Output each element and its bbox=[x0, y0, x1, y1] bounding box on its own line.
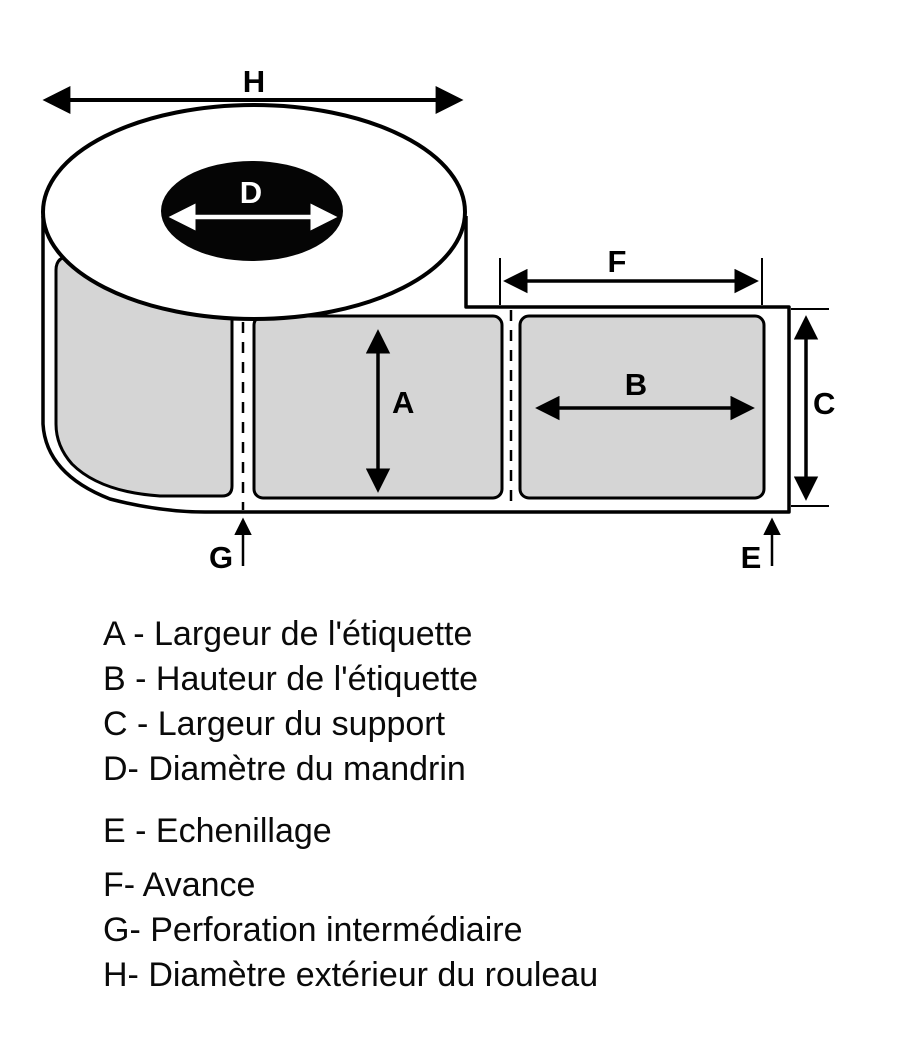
legend: A - Largeur de l'étiquette B - Hauteur d… bbox=[103, 612, 598, 998]
legend-item-h: H- Diamètre extérieur du rouleau bbox=[103, 956, 599, 994]
legend-item-a: A - Largeur de l'étiquette bbox=[103, 615, 473, 653]
legend-item-f: F- Avance bbox=[103, 866, 256, 904]
b-label: B bbox=[625, 367, 647, 402]
a-label: A bbox=[392, 385, 414, 420]
legend-item-d: D- Diamètre du mandrin bbox=[103, 750, 466, 788]
legend-item-c: C - Largeur du support bbox=[103, 705, 446, 743]
legend-item-g: G- Perforation intermédiaire bbox=[103, 911, 523, 949]
d-label: D bbox=[240, 175, 262, 210]
f-label: F bbox=[608, 244, 627, 279]
legend-item-b: B - Hauteur de l'étiquette bbox=[103, 660, 479, 698]
roll-diagram: D H F A B C G E bbox=[41, 64, 835, 575]
h-label: H bbox=[243, 64, 265, 99]
g-label: G bbox=[209, 540, 233, 575]
legend-item-e: E - Echenillage bbox=[103, 812, 332, 850]
e-label: E bbox=[741, 540, 762, 575]
c-label: C bbox=[813, 386, 835, 421]
